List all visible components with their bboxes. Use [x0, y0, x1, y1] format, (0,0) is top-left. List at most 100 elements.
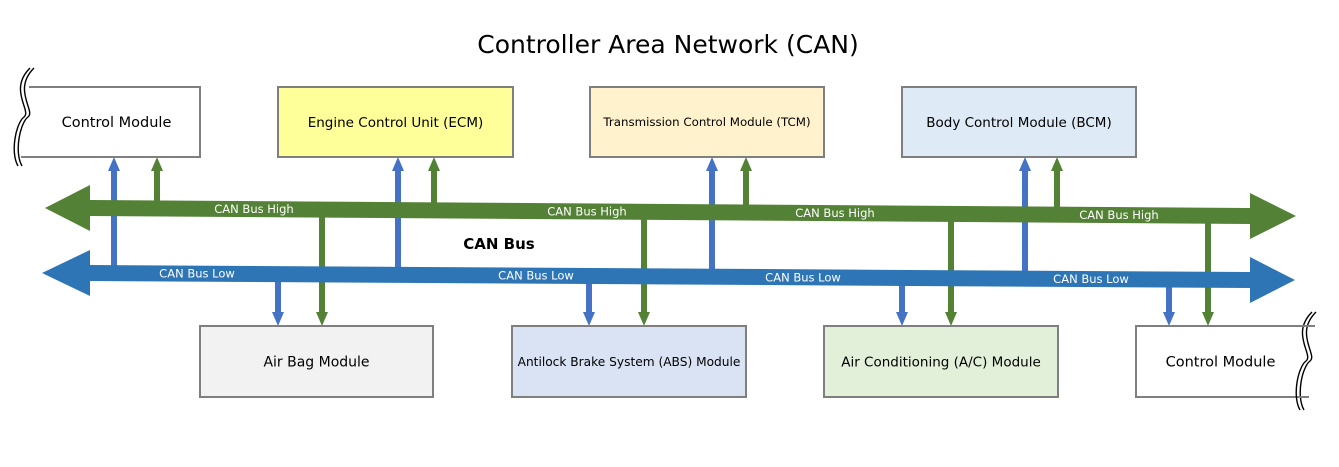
can-bus-low-label: CAN Bus Low [159, 267, 235, 281]
break-symbol-left [13, 67, 35, 167]
module-box[interactable] [901, 86, 1137, 158]
can-bus-high-line-left-arrowhead [45, 185, 90, 231]
ecm-low-connector-shaft [395, 170, 401, 277]
ecm-high-connector [428, 157, 440, 213]
module-label: Air Conditioning (A/C) Module [841, 354, 1041, 370]
can-bus-low-label: CAN Bus Low [498, 269, 574, 283]
can-bus-high-label: CAN Bus High [547, 204, 626, 218]
ecm-low-connector [392, 157, 404, 277]
tcm-high-connector [740, 157, 752, 215]
tcm-high-connector-head [740, 157, 752, 171]
module-ecm[interactable]: Engine Control Unit (ECM) [277, 86, 514, 158]
can-bus-high-line [45, 185, 1296, 239]
control-module-right-low-connector-shaft [1166, 277, 1172, 313]
modules: Control Module Engine Control Unit (ECM) T… [13, 67, 1317, 411]
bcm-high-connector [1051, 157, 1063, 217]
module-label: Antilock Brake System (ABS) Module [518, 355, 741, 369]
module-box[interactable] [589, 86, 825, 158]
air-bag-high-connector-head [316, 312, 328, 326]
air-bag-low-connector-head [272, 312, 284, 326]
ecm-high-connector-shaft [431, 170, 437, 213]
ecm-high-connector-head [428, 157, 440, 171]
module-box[interactable] [511, 325, 747, 398]
diagram-title: Controller Area Network (CAN) [477, 30, 859, 59]
control-module-left-low-connector [108, 157, 120, 276]
can-bus-high-line-right-arrowhead [1250, 193, 1296, 239]
abs-low-connector-shaft [586, 274, 592, 313]
control-module-left-high-connector-shaft [154, 170, 160, 211]
break-mask [25, 85, 35, 159]
break-symbol-right-stroke [1295, 311, 1313, 411]
ac-low-connector-shaft [899, 275, 905, 313]
can-bus-high-label: CAN Bus High [795, 206, 874, 220]
can-bus-low-label: CAN Bus Low [765, 270, 841, 284]
control-module-right-high-connector-head [1202, 312, 1214, 326]
module-box[interactable] [1135, 325, 1310, 398]
bcm-high-connector-head [1051, 157, 1063, 171]
abs-low-connector [583, 274, 595, 326]
can-bus-low-line-body [90, 265, 1250, 288]
connectors [108, 157, 1214, 326]
module-air-bag[interactable]: Air Bag Module [199, 325, 434, 398]
break-symbol-right-stroke [1299, 311, 1317, 411]
module-label: Air Bag Module [263, 355, 369, 371]
module-label: Body Control Module (BCM) [926, 115, 1111, 131]
module-control-module-left[interactable]: Control Module [25, 85, 201, 159]
can-bus-title: CAN Bus [463, 235, 535, 253]
module-label: Control Module [1166, 355, 1276, 371]
abs-high-connector-shaft [641, 209, 647, 313]
bus-lines [42, 185, 1296, 303]
control-module-left-low-connector-shaft [111, 170, 117, 276]
module-abs[interactable]: Antilock Brake System (ABS) Module [511, 325, 747, 398]
module-label: Engine Control Unit (ECM) [308, 115, 484, 131]
can-bus-high-line-body [90, 200, 1250, 224]
can-bus-low-line-left-arrowhead [42, 250, 90, 296]
module-tcm[interactable]: Transmission Control Module (TCM) [589, 86, 825, 158]
ac-low-connector [896, 275, 908, 326]
ac-high-connector [945, 211, 957, 326]
tcm-high-connector-shaft [743, 170, 749, 215]
bcm-low-connector-shaft [1022, 170, 1028, 281]
module-box[interactable] [277, 86, 514, 158]
air-bag-high-connector-shaft [319, 207, 325, 313]
control-module-right-low-connector [1163, 277, 1175, 326]
ac-high-connector-shaft [948, 211, 954, 313]
control-module-left-high-connector-head [151, 157, 163, 171]
air-bag-low-connector-shaft [275, 272, 281, 313]
tcm-low-connector [706, 157, 718, 279]
module-box[interactable] [823, 325, 1059, 398]
ac-low-connector-head [896, 312, 908, 326]
bcm-high-connector-shaft [1054, 170, 1060, 217]
control-module-left-low-connector-head [108, 157, 120, 171]
module-control-module-right[interactable]: Control Module [1135, 324, 1311, 399]
module-label: Transmission Control Module (TCM) [602, 115, 810, 129]
break-symbol-right [1295, 311, 1317, 411]
module-bcm[interactable]: Body Control Module (BCM) [901, 86, 1137, 158]
can-bus-low-line-right-arrowhead [1250, 257, 1295, 303]
tcm-low-connector-head [706, 157, 718, 171]
break-symbol-left-stroke [17, 67, 35, 167]
abs-high-connector [638, 209, 650, 326]
can-bus-high-label: CAN Bus High [1079, 208, 1158, 222]
air-bag-high-connector [316, 207, 328, 326]
tcm-low-connector-shaft [709, 170, 715, 279]
abs-low-connector-head [583, 312, 595, 326]
control-module-right-high-connector-shaft [1205, 213, 1211, 313]
control-module-right-high-connector [1202, 213, 1214, 326]
bcm-low-connector-head [1019, 157, 1031, 171]
bcm-low-connector [1019, 157, 1031, 281]
can-bus-low-line [42, 250, 1295, 303]
module-ac[interactable]: Air Conditioning (A/C) Module [823, 325, 1059, 398]
control-module-left-high-connector [151, 157, 163, 211]
air-bag-low-connector [272, 272, 284, 326]
module-box[interactable] [199, 325, 434, 398]
can-bus-high-label: CAN Bus High [214, 202, 293, 216]
module-label: Control Module [62, 115, 172, 131]
abs-high-connector-head [638, 312, 650, 326]
break-symbol-left-stroke [13, 67, 31, 167]
can-bus-low-label: CAN Bus Low [1053, 272, 1129, 286]
ac-high-connector-head [945, 312, 957, 326]
ecm-low-connector-head [392, 157, 404, 171]
